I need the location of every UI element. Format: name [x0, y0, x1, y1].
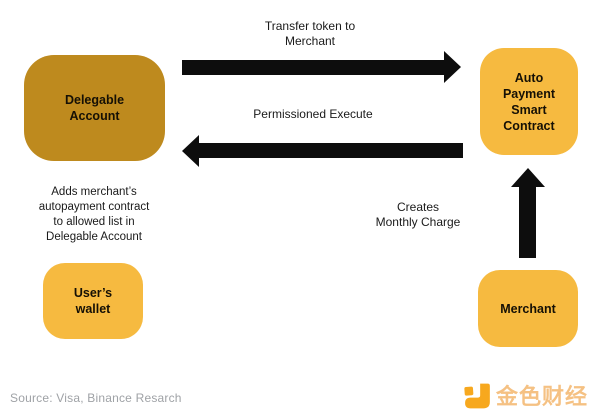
transfer-arrow-head-icon: [444, 51, 461, 83]
note-adds-merchant-contract: Adds merchant’s autopayment contract to …: [38, 186, 150, 243]
node-users-wallet: User’s wallet: [43, 263, 143, 339]
node-merchant: Merchant: [478, 270, 578, 347]
transfer-arrow-body: [182, 60, 444, 75]
monthly-charge-arrow-body: [519, 187, 536, 258]
permissioned-execute-arrow-body: [199, 143, 463, 158]
node-delegable-account: Delegable Account: [24, 55, 165, 161]
jinse-logo-text: 金色财经: [495, 384, 588, 409]
permissioned-execute-arrow-head-icon: [182, 135, 199, 167]
edge-label-permissioned-execute: Permissioned Execute: [253, 107, 373, 121]
jinse-logo-icon: [464, 383, 490, 409]
node-auto-payment-smart-contract: Auto Payment Smart Contract: [480, 48, 578, 155]
source-attribution: Source: Visa, Binance Resarch: [10, 391, 182, 405]
edge-label-transfer-token: Transfer token to Merchant: [264, 19, 356, 48]
jinse-finance-logo: 金色财经: [464, 383, 588, 410]
edge-label-creates-monthly-charge: Creates Monthly Charge: [375, 200, 461, 229]
monthly-charge-arrow-head-icon: [511, 168, 545, 187]
